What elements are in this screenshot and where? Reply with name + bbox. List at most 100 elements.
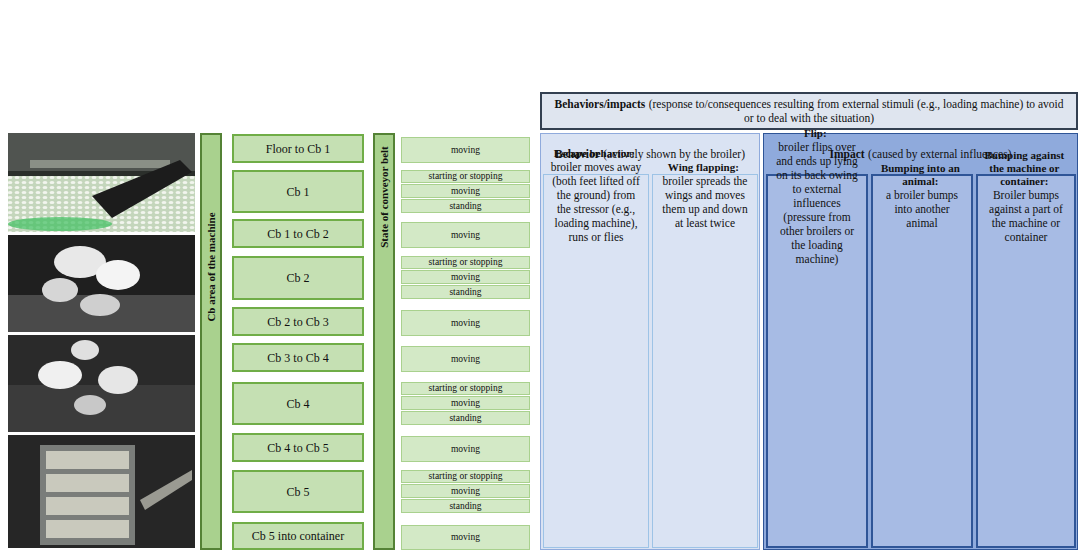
text-block: standing	[449, 201, 481, 212]
behavior-column: Escape behavior:broiler moves away (both…	[543, 174, 649, 548]
node-title: Behaviors/impacts	[554, 98, 645, 110]
state-box: standing	[401, 411, 530, 425]
text-block: moving	[451, 532, 480, 543]
belt-surface	[8, 295, 195, 332]
text-block: starting or stopping	[429, 383, 503, 394]
node-title: moving	[451, 272, 480, 282]
barn-wall	[30, 160, 170, 168]
belt-area-box: Cb 4 to Cb 5	[232, 433, 364, 462]
photo-infrared	[8, 335, 195, 432]
impact-column: Bumping into an animal:a broiler bumps i…	[871, 174, 973, 548]
behavior-column: Wing flapping:broiler spreads the wings …	[652, 174, 758, 548]
state-box: moving	[401, 270, 530, 284]
node-title: Flip:	[804, 127, 827, 140]
text-block: Cb 4 to Cb 5	[267, 441, 328, 455]
header-box: Behaviors/impacts(response to/consequenc…	[540, 92, 1078, 130]
node-title: moving	[451, 444, 480, 454]
text-block: moving	[451, 272, 480, 283]
photo-infrared	[8, 235, 195, 332]
state-box: starting or stopping	[401, 470, 530, 483]
text-block: Floor to Cb 1	[266, 142, 330, 156]
node-description: broiler spreads the wings and moves them…	[659, 174, 751, 230]
state-band: State of conveyor belt	[373, 133, 395, 550]
node-description: Broiler bumps against a part of the mach…	[984, 188, 1068, 244]
conveyor-end	[140, 470, 192, 510]
text-block: Bumping into an animal:a broiler bumps i…	[873, 176, 971, 216]
text-block: moving	[451, 230, 480, 241]
node-title: starting or stopping	[429, 257, 503, 267]
text-block: Bumping against the machine or container…	[978, 176, 1074, 216]
node-title: moving	[451, 186, 480, 196]
photo-barn	[8, 133, 195, 232]
node-title: Cb 1 to Cb 2	[267, 227, 328, 241]
node-title: starting or stopping	[429, 171, 503, 181]
node-title: Escape behavior:	[554, 147, 635, 160]
broiler	[71, 340, 99, 360]
belt-area-box: Cb 2	[232, 256, 364, 300]
state-box: standing	[401, 499, 530, 513]
text-block: Cb area of the machine	[205, 212, 218, 321]
belt-area-box: Floor to Cb 1	[232, 134, 364, 163]
impact-panel: Impact(caused by external influences)Fli…	[763, 133, 1078, 550]
node-title: Cb 5	[286, 485, 309, 499]
node-title: Cb 5 into container	[252, 529, 344, 543]
node-title: State of conveyor belt	[378, 146, 390, 248]
node-title: Cb 4 to Cb 5	[267, 441, 328, 455]
node-title: standing	[449, 413, 481, 423]
text-block: Cb 5	[286, 485, 309, 499]
text-block: Cb 2	[286, 271, 309, 285]
text-block: Cb 2 to Cb 3	[267, 315, 328, 329]
state-box: moving	[401, 310, 530, 336]
node-title: Cb 2 to Cb 3	[267, 315, 328, 329]
state-box: moving	[401, 222, 530, 248]
text-block: moving	[451, 398, 480, 409]
node-title: standing	[449, 287, 481, 297]
node-title: Cb 2	[286, 271, 309, 285]
state-box: standing	[401, 285, 530, 299]
text-block: moving	[451, 186, 480, 197]
state-box: moving	[401, 346, 530, 372]
area-band: Cb area of the machine	[200, 133, 222, 550]
text-block: Wing flapping:broiler spreads the wings …	[653, 175, 757, 215]
behavior-panel: Behavior(actively shown by the broiler)E…	[540, 133, 760, 550]
barn-ceiling	[8, 133, 195, 171]
text-block: starting or stopping	[429, 171, 503, 182]
node-title: moving	[451, 486, 480, 496]
text-block: standing	[449, 413, 481, 424]
node-title: standing	[449, 501, 481, 511]
text-block: starting or stopping	[429, 471, 503, 482]
node-title: moving	[451, 398, 480, 408]
node-description: a broiler bumps into another animal	[879, 188, 965, 230]
belt-area-box: Cb 5 into container	[232, 522, 364, 550]
text-block: moving	[451, 486, 480, 497]
text-block: starting or stopping	[429, 257, 503, 268]
broiler	[42, 278, 78, 302]
node-title: starting or stopping	[429, 471, 503, 481]
node-description: broiler flips over and ends up lying on …	[774, 140, 860, 266]
belt-area-box: Cb 2 to Cb 3	[232, 307, 364, 336]
container-frame	[40, 445, 135, 545]
text-block: Cb 4	[286, 397, 309, 411]
state-box: moving	[401, 436, 530, 462]
state-box: starting or stopping	[401, 382, 530, 395]
state-box: moving	[401, 484, 530, 498]
container-drawer	[46, 451, 129, 469]
text-block: Cb 1 to Cb 2	[267, 227, 328, 241]
impact-column: Flip:broiler flips over and ends up lyin…	[766, 174, 868, 548]
text-block: moving	[451, 444, 480, 455]
text-block: State of conveyor belt	[378, 146, 391, 248]
node-title: Cb 4	[286, 397, 309, 411]
text-block: standing	[449, 501, 481, 512]
broiler	[38, 361, 82, 389]
broiler	[74, 395, 106, 415]
node-title: Bumping against the machine or container…	[984, 149, 1065, 188]
node-title: Cb 3 to Cb 4	[267, 351, 328, 365]
belt-area-box: Cb 1	[232, 170, 364, 213]
text-block: standing	[449, 287, 481, 298]
state-box: moving	[401, 525, 530, 550]
belt-surface	[8, 385, 195, 432]
state-box: standing	[401, 199, 530, 213]
container-drawer	[46, 474, 129, 492]
state-box: moving	[401, 396, 530, 410]
broiler	[80, 294, 120, 316]
